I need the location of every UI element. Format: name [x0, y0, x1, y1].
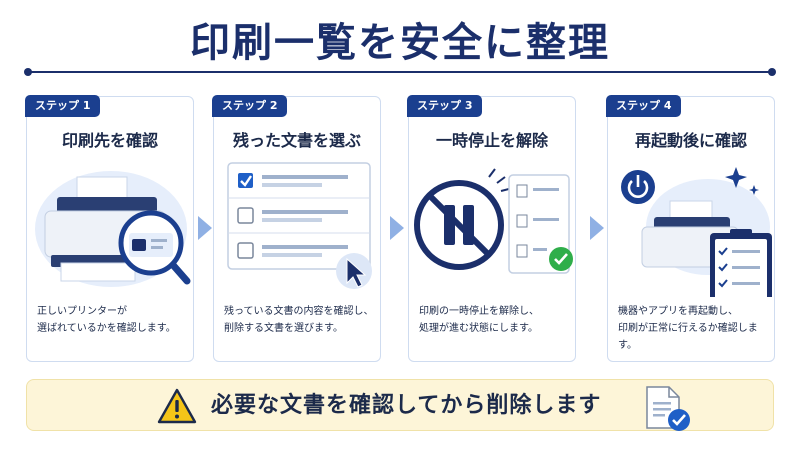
step-title: 残った文書を選ぶ [232, 131, 361, 150]
pause-illustration [414, 168, 573, 274]
magnifier-icon [118, 210, 191, 285]
document-icon [508, 174, 570, 274]
step-arrow [198, 216, 212, 240]
printer-icon [35, 171, 191, 287]
step-badge: ステップ 1 [25, 95, 101, 117]
step-description: 印刷の一時停止を解除し、 処理が進む状態にします。 [419, 306, 539, 334]
warning-icon [157, 388, 197, 424]
notice-text: 必要な文書を確認してから削除します [211, 393, 602, 418]
step-description: 正しいプリンターが 選ばれているかを確認します。 [37, 306, 176, 334]
clipboard-icon [710, 229, 772, 297]
step-arrow [590, 216, 604, 240]
document-check-icon [646, 386, 690, 431]
step-description: 残っている文書の内容を確認し、 削除する文書を選びます。 [224, 306, 374, 334]
step-badge: ステップ 4 [606, 95, 682, 117]
step-title: 再起動後に確認 [634, 131, 747, 150]
power-icon [621, 170, 655, 204]
page-title: 印刷一覧を安全に整理 [190, 20, 610, 66]
checkbox-icon [238, 173, 253, 188]
step-card-4: ステップ 4 再起動後に確認 機器やアプリを再起動し、 印刷が正常に行えるか確認… [606, 95, 775, 362]
step-card-1: ステップ 1 印刷先を確認 正しいプリンターが 選ばれているかを確認します。 [25, 95, 194, 362]
title-divider [24, 68, 776, 76]
pause-icon [414, 180, 504, 270]
check-circle-icon [549, 247, 573, 271]
step-arrow [390, 216, 404, 240]
restart-illustration [621, 167, 772, 297]
step-card-2: ステップ 2 残った文書を選ぶ 残っている文書の内容を確認し、 削除する文書を選… [212, 95, 381, 362]
step-badge: ステップ 2 [212, 95, 288, 117]
step-description: 機器やアプリを再起動し、 印刷が正常に行えるか確認します。 [618, 306, 758, 351]
step-title: 印刷先を確認 [61, 131, 158, 150]
step-card-3: ステップ 3 一時停止を解除 印刷の一時停止を解除し、 処理が進む状態にします。 [407, 95, 576, 362]
step-title: 一時停止を解除 [435, 131, 548, 150]
document-list-icon [227, 162, 372, 289]
notice-banner: 必要な文書を確認してから削除します [26, 379, 774, 431]
sparkle-icon [725, 167, 759, 195]
step-badge: ステップ 3 [407, 95, 483, 117]
cursor-icon [336, 253, 372, 289]
